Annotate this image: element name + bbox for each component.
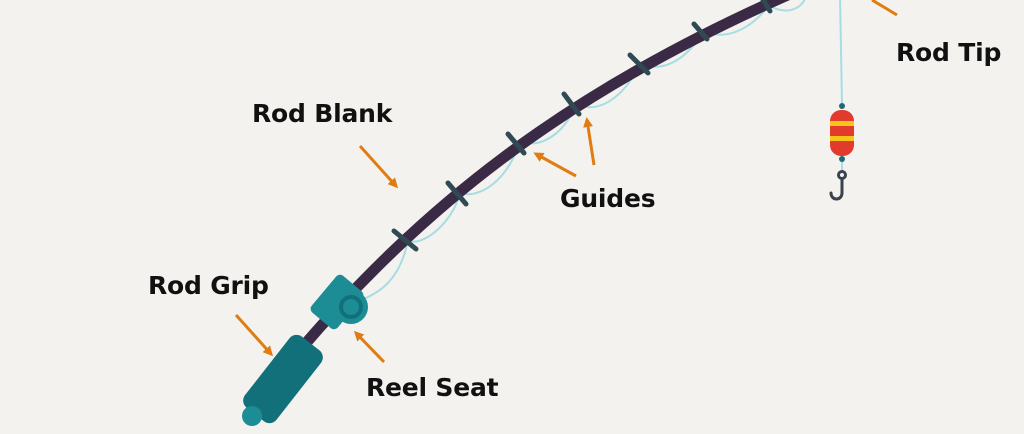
rod-blank — [294, 0, 791, 356]
label-rod-tip: Rod Tip — [896, 38, 1002, 67]
label-rod-grip: Rod Grip — [148, 271, 269, 300]
arrow-guides-1 — [533, 152, 577, 178]
fishing-line — [349, 0, 843, 305]
reel-seat — [310, 274, 368, 330]
label-guides: Guides — [560, 184, 656, 213]
bobber — [830, 103, 854, 172]
arrow-guides-2 — [583, 117, 596, 166]
label-arrows — [234, 0, 898, 364]
arrow-rod-tip — [871, 0, 898, 17]
arrow-reel-seat — [353, 330, 386, 364]
label-rod-blank: Rod Blank — [252, 99, 393, 128]
rod-grip — [242, 334, 323, 426]
arrow-rod-blank — [358, 144, 399, 189]
arrow-rod-grip — [234, 313, 274, 357]
rod-guides — [391, 0, 773, 252]
label-reel-seat: Reel Seat — [366, 373, 499, 402]
hook-icon — [829, 170, 847, 201]
